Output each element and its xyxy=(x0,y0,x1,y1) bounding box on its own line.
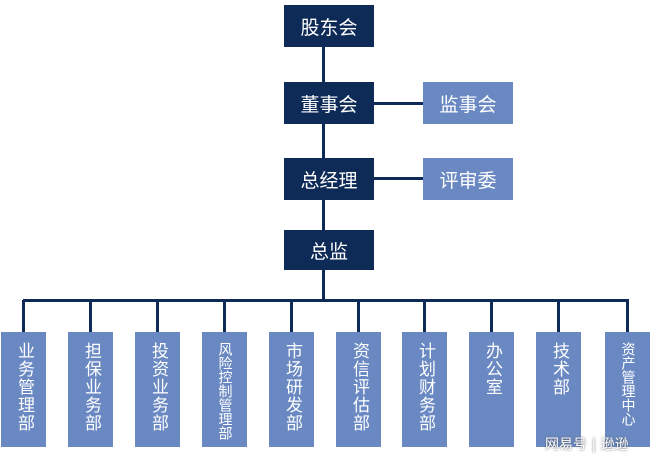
department-label: 资产管理中心 xyxy=(619,342,636,426)
node-department: 业务管理部 xyxy=(1,332,46,447)
department-label: 市场研发部 xyxy=(282,342,302,432)
connector-horizontal-bus xyxy=(23,299,629,302)
node-department: 计划财务部 xyxy=(402,332,447,447)
node-director: 总监 xyxy=(284,230,374,270)
node-shareholders: 股东会 xyxy=(284,5,374,47)
connector-dept xyxy=(490,300,493,332)
node-department: 投资业务部 xyxy=(135,332,180,447)
node-supervisors: 监事会 xyxy=(423,82,513,124)
node-department: 担保业务部 xyxy=(68,332,113,447)
node-department: 办公室 xyxy=(469,332,514,447)
department-label: 办公室 xyxy=(482,342,502,396)
node-review-committee: 评审委 xyxy=(423,158,513,200)
department-label: 风险控制管理部 xyxy=(216,342,233,440)
department-label: 担保业务部 xyxy=(81,342,101,432)
connector-dept xyxy=(223,300,226,332)
department-label: 业务管理部 xyxy=(14,342,34,432)
node-department: 市场研发部 xyxy=(269,332,314,447)
node-department: 资产管理中心 xyxy=(605,332,650,447)
connector-dept xyxy=(290,300,293,332)
node-department: 资信评估部 xyxy=(336,332,381,447)
node-general-manager: 总经理 xyxy=(284,158,374,200)
department-label: 技术部 xyxy=(549,342,569,396)
connector-dept xyxy=(626,300,629,332)
node-board: 董事会 xyxy=(284,82,374,124)
department-label: 资信评估部 xyxy=(349,342,369,432)
connector-dept xyxy=(357,300,360,332)
connector-dept xyxy=(89,300,92,332)
node-department: 风险控制管理部 xyxy=(202,332,247,447)
connector-dept xyxy=(423,300,426,332)
watermark: 网易号 | 逊逊 xyxy=(545,437,629,453)
connector-gm-review xyxy=(374,177,423,180)
connector-dept xyxy=(22,300,25,332)
connector-dept xyxy=(156,300,159,332)
connector-dept xyxy=(557,300,560,332)
department-label: 投资业务部 xyxy=(148,342,168,432)
connector-board-supervisors xyxy=(374,102,423,105)
node-department: 技术部 xyxy=(536,332,581,447)
department-label: 计划财务部 xyxy=(415,342,435,432)
